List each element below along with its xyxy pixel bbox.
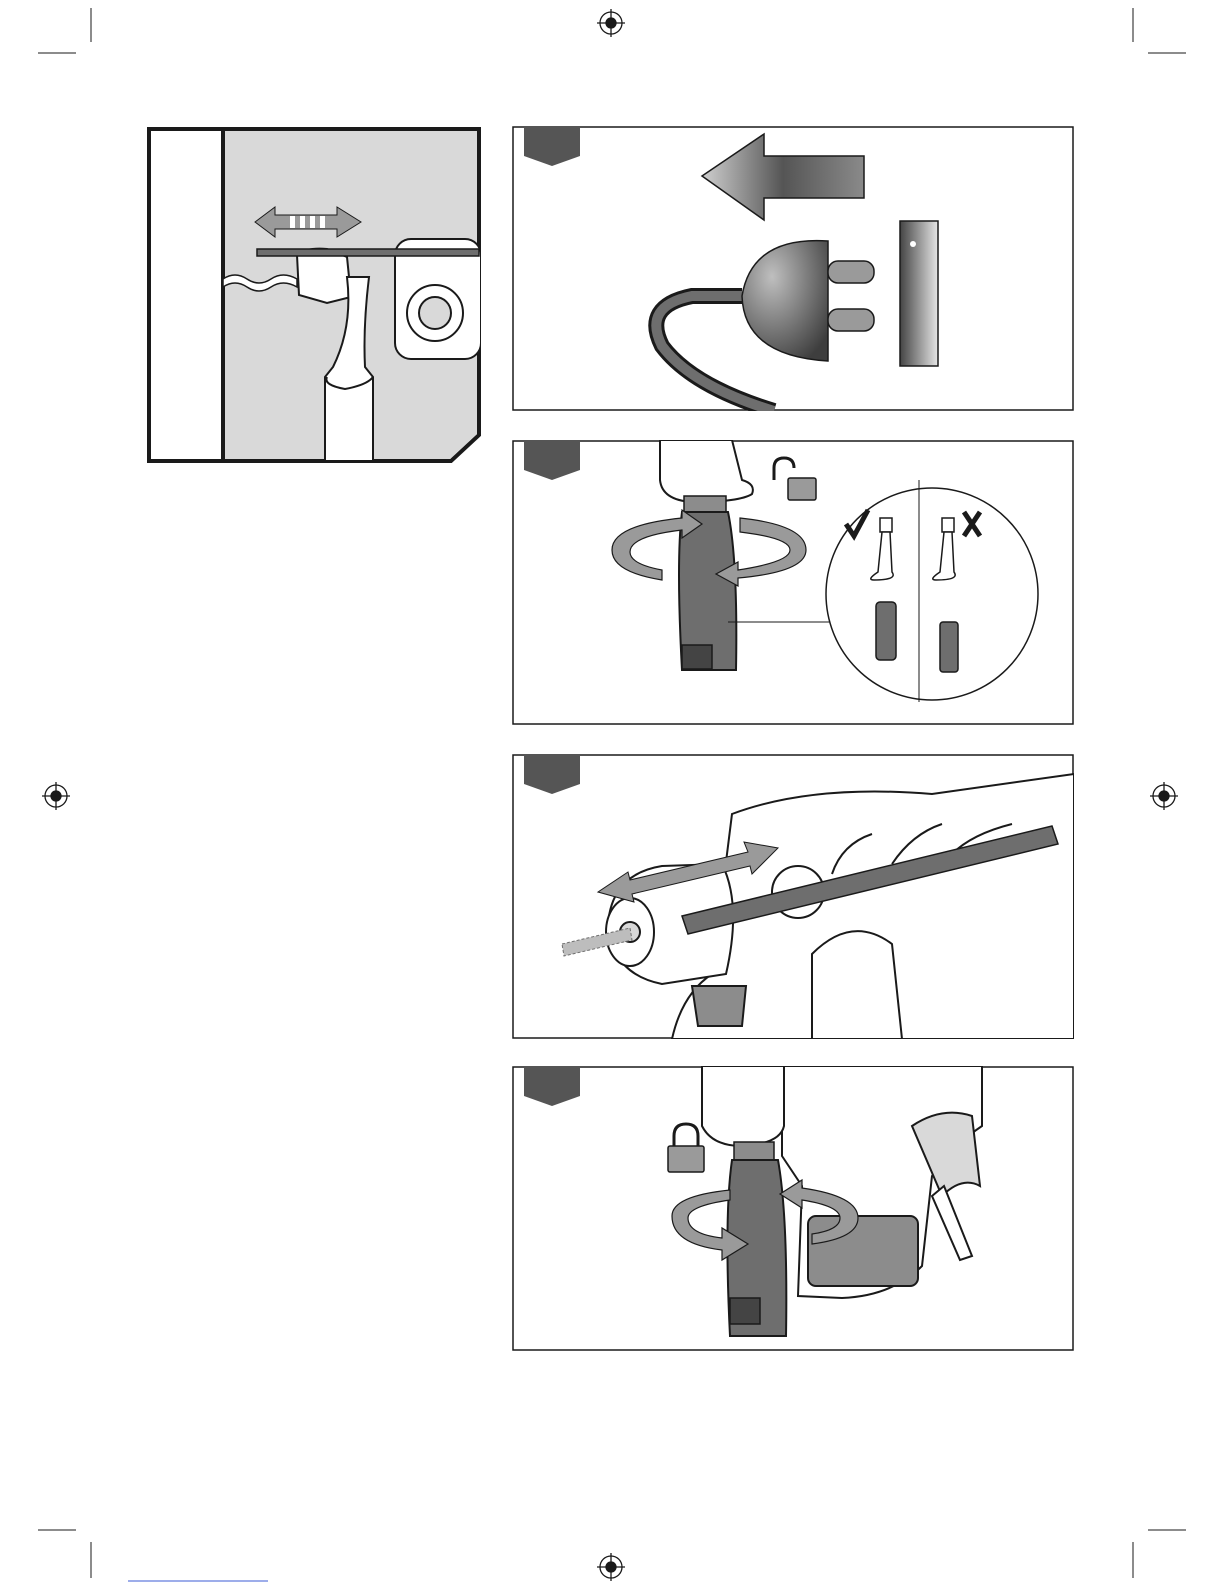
step-4-figure: [512, 1066, 1074, 1351]
registration-mark-right: [1150, 782, 1178, 810]
step-1-figure: [512, 126, 1074, 411]
depth-stop-overview-figure: [147, 127, 481, 463]
registration-mark-left: [42, 782, 70, 810]
registration-mark-bottom: [597, 1553, 625, 1581]
registration-mark-top: [597, 9, 625, 37]
step-2-figure: [512, 440, 1074, 725]
step-3-figure: [512, 754, 1074, 1039]
wall-socket-icon: [900, 221, 938, 366]
